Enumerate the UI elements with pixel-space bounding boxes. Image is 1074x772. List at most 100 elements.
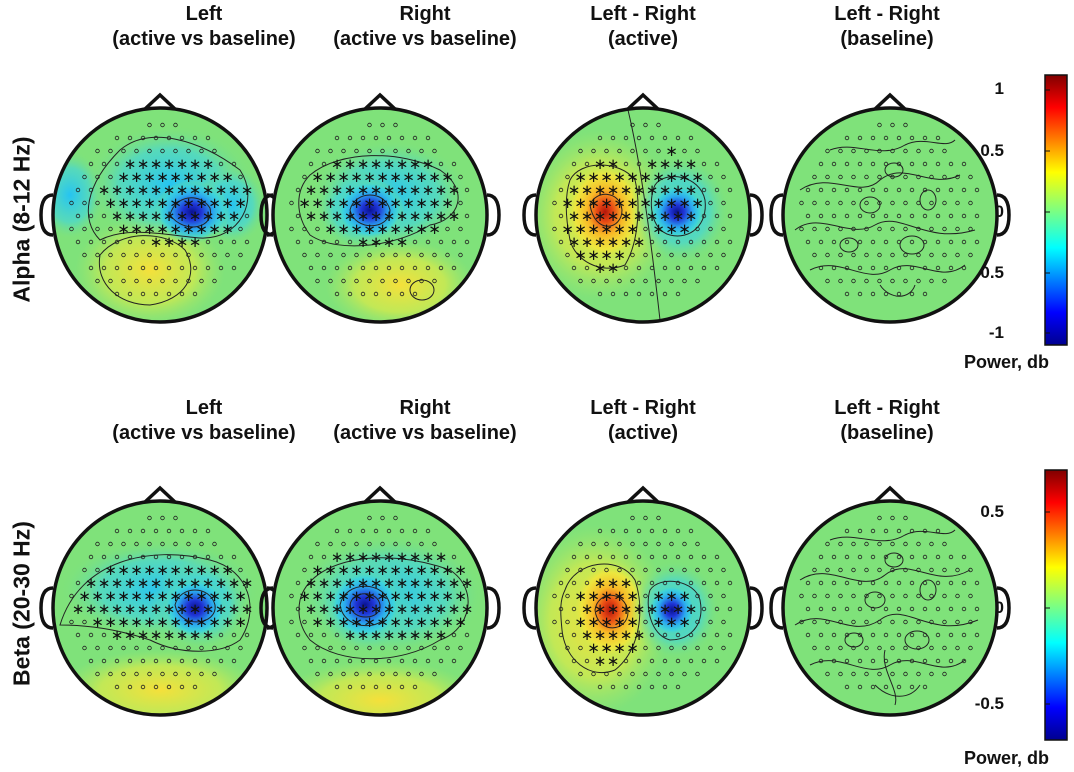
- significant-electrode-marker: ∗: [221, 561, 234, 579]
- significant-electrode-marker: ∗: [202, 181, 215, 199]
- electrode-marker: [95, 645, 100, 651]
- electrode-marker: [166, 684, 172, 690]
- electrode-marker: [948, 606, 954, 612]
- significant-electrode-marker: ∗: [143, 613, 156, 631]
- electrode-marker: [445, 645, 450, 651]
- significant-electrode-marker: ∗: [137, 181, 150, 199]
- electrode-marker: [708, 645, 713, 651]
- electrode-marker: [948, 632, 954, 638]
- electrode-marker: [121, 252, 126, 258]
- significant-electrode-marker: ∗: [448, 207, 461, 225]
- electrode-marker: [844, 554, 850, 560]
- electrode-marker: [838, 252, 843, 258]
- title-line-1: Right: [399, 3, 451, 25]
- electrode-marker: [289, 593, 294, 599]
- significant-electrode-marker: ∗: [587, 639, 600, 657]
- significant-electrode-marker: ∗: [169, 613, 182, 631]
- electrode-marker: [101, 658, 107, 664]
- electrode-marker: [406, 671, 411, 677]
- significant-electrode-marker: ∗: [685, 600, 698, 618]
- significant-electrode-marker: ∗: [383, 626, 396, 644]
- electrode-marker: [108, 226, 113, 232]
- electrode-marker: [88, 239, 94, 245]
- electrode-marker: [857, 684, 863, 690]
- electrode-marker: [347, 291, 353, 297]
- electrode-marker: [578, 567, 583, 573]
- electrode-marker: [134, 541, 139, 547]
- electrode-marker: [302, 619, 307, 625]
- electrode-marker: [825, 226, 830, 232]
- significant-electrode-marker: ∗: [607, 574, 620, 592]
- electrode-marker: [160, 122, 165, 128]
- electrode-marker: [922, 213, 928, 219]
- electrode-marker: [114, 658, 120, 664]
- electrode-marker: [675, 658, 681, 664]
- electrode-marker: [974, 239, 980, 245]
- electrode-marker: [825, 252, 830, 258]
- significant-electrode-marker: ∗: [357, 181, 370, 199]
- significant-electrode-marker: ∗: [130, 220, 143, 238]
- significant-electrode-marker: ∗: [331, 600, 344, 618]
- electrode-marker: [838, 148, 843, 154]
- significant-electrode-marker: ∗: [415, 168, 428, 186]
- electrode-marker: [412, 291, 418, 297]
- significant-electrode-marker: ∗: [215, 600, 228, 618]
- electrode-marker: [864, 619, 869, 625]
- electrode-marker: [173, 515, 178, 521]
- electrode-marker: [662, 658, 668, 664]
- electrode-marker: [199, 541, 204, 547]
- electrode-marker: [604, 541, 609, 547]
- electrode-marker: [140, 554, 146, 560]
- significant-electrode-marker: ∗: [137, 574, 150, 592]
- colorbar-tick: 0: [994, 202, 1004, 221]
- significant-electrode-marker: ∗: [221, 168, 234, 186]
- electrode-marker: [896, 187, 902, 193]
- electrode-marker: [630, 252, 635, 258]
- electrode-marker: [101, 265, 107, 271]
- significant-electrode-marker: ∗: [137, 155, 150, 173]
- electrode-marker: [883, 528, 889, 534]
- electrode-marker: [701, 187, 707, 193]
- electrode-marker: [121, 148, 126, 154]
- electrode-marker: [199, 278, 204, 284]
- electrode-marker: [701, 580, 707, 586]
- electrode-marker: [922, 187, 928, 193]
- electrode-marker: [883, 291, 889, 297]
- significant-electrode-marker: ∗: [659, 155, 672, 173]
- electrode-marker: [610, 554, 616, 560]
- significant-electrode-marker: ∗: [215, 574, 228, 592]
- electrode-marker: [955, 200, 960, 206]
- electrode-marker: [334, 632, 340, 638]
- electrode-marker: [890, 226, 895, 232]
- electrode-marker: [432, 645, 437, 651]
- electrode-marker: [883, 580, 889, 586]
- electrode-marker: [831, 213, 837, 219]
- significant-electrode-marker: ∗: [357, 233, 370, 251]
- electrode-marker: [199, 252, 204, 258]
- significant-electrode-marker: ∗: [311, 168, 324, 186]
- electrode-marker: [623, 161, 629, 167]
- electrode-marker: [942, 148, 947, 154]
- significant-electrode-marker: ∗: [111, 574, 124, 592]
- electrode-marker: [961, 606, 967, 612]
- electrode-marker: [623, 658, 629, 664]
- electrode-marker: [406, 252, 411, 258]
- electrode-marker: [968, 226, 973, 232]
- electrode-marker: [82, 200, 87, 206]
- significant-electrode-marker: ∗: [685, 181, 698, 199]
- electrode-marker: [114, 265, 120, 271]
- significant-electrode-marker: ∗: [176, 155, 189, 173]
- electrode-marker: [961, 187, 967, 193]
- electrode-marker: [857, 580, 863, 586]
- electrode-marker: [883, 554, 889, 560]
- electrode-marker: [877, 278, 882, 284]
- significant-electrode-marker: ∗: [435, 600, 448, 618]
- electrode-marker: [173, 148, 178, 154]
- electrode-marker: [870, 161, 876, 167]
- electrode-marker: [643, 541, 648, 547]
- electrode-marker: [636, 135, 642, 141]
- electrode-marker: [399, 528, 405, 534]
- electrode-marker: [578, 541, 583, 547]
- significant-electrode-marker: ∗: [396, 155, 409, 173]
